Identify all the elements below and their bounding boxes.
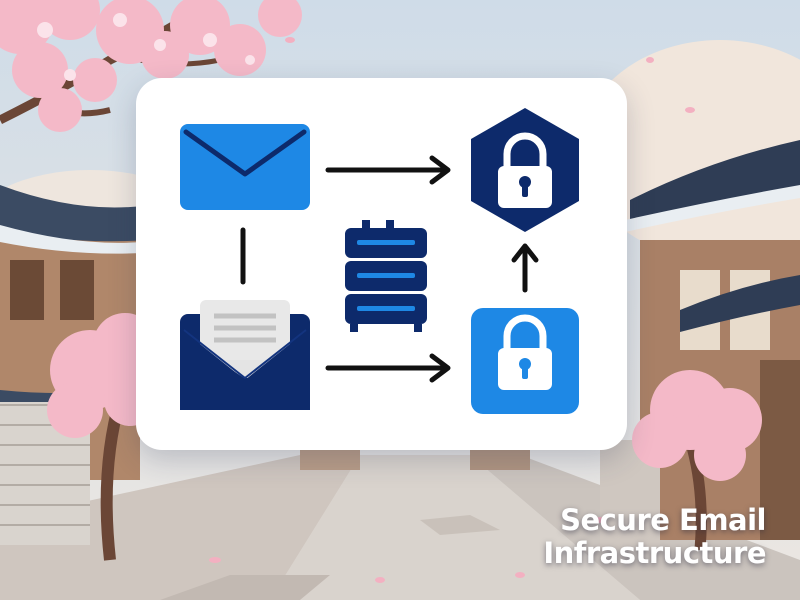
diagram-card: [136, 78, 627, 450]
caption-line-1: Secure Email: [560, 503, 766, 537]
window: [60, 260, 94, 320]
sidewalk-left: [0, 455, 360, 600]
roof-left: [0, 185, 150, 242]
server-icon: [345, 220, 427, 332]
caption: Secure Email Infrastructure: [466, 504, 766, 570]
blossom-cluster: [632, 370, 762, 481]
road-tile: [420, 515, 500, 535]
road-tile: [160, 575, 330, 600]
roof-edge: [0, 225, 160, 254]
email-security-diagram: [180, 108, 579, 414]
tree-trunk: [684, 438, 707, 551]
caption-line-2: Infrastructure: [543, 536, 766, 570]
branch: [0, 6, 203, 125]
roof-edge: [625, 185, 800, 232]
arrow-right-bottom: [325, 353, 451, 383]
roof-right-lower: [680, 275, 800, 332]
lock-icon: [471, 308, 579, 414]
open-envelope-icon: [180, 300, 310, 410]
hexagon-lock-icon: [471, 108, 579, 232]
blossom-highlights: [37, 13, 255, 81]
arrow-right-top: [325, 155, 451, 185]
roof-right: [630, 140, 800, 225]
envelope-icon: [180, 124, 310, 210]
window: [10, 260, 44, 320]
stone-lines: [0, 404, 90, 526]
arrow-up: [511, 243, 539, 293]
door: [760, 360, 800, 540]
